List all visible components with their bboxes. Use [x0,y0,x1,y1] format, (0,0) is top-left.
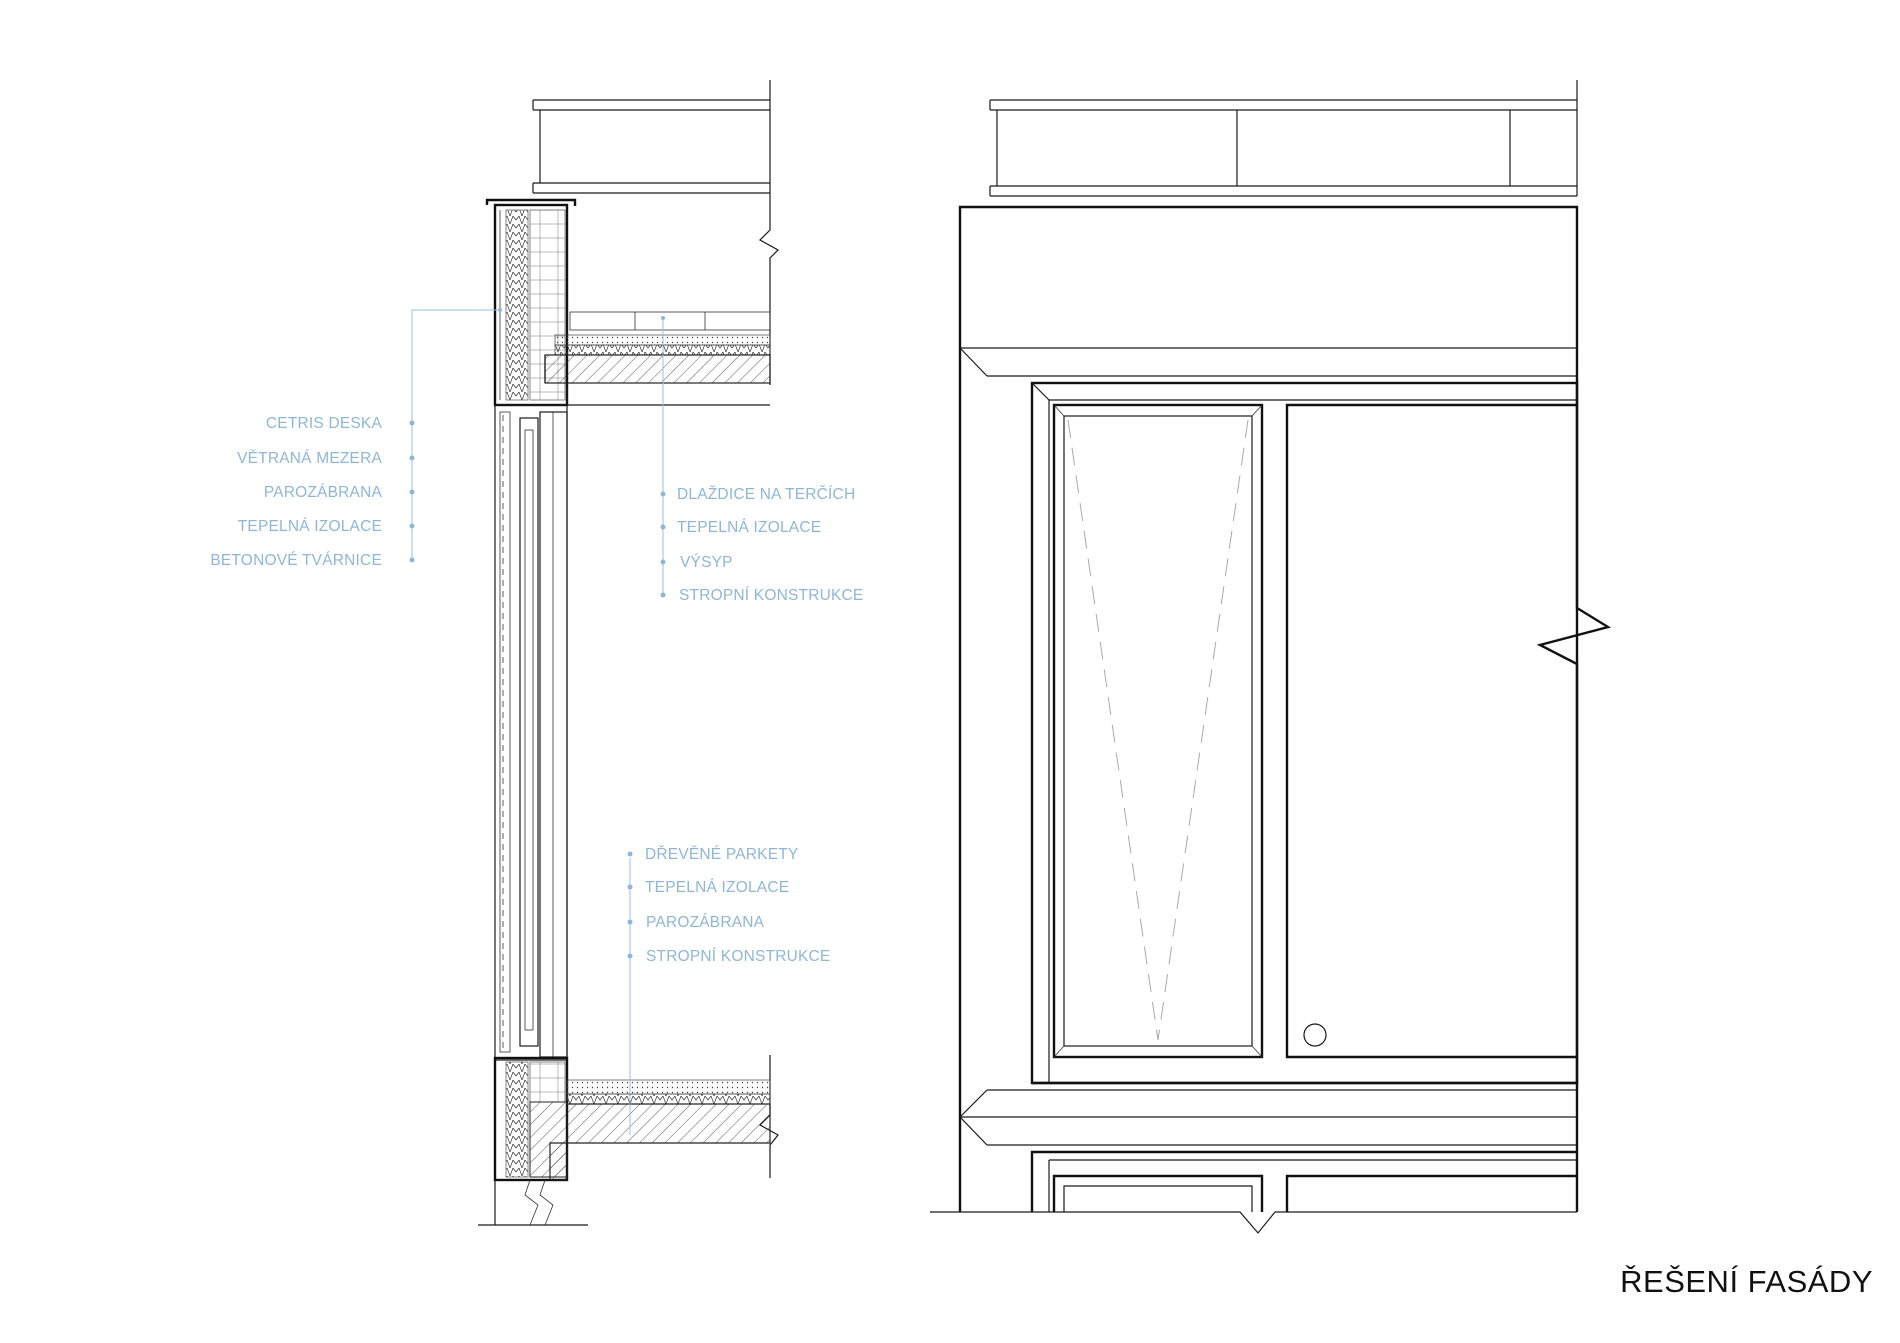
floor-layer-label-3: PAROZÁBRANA [646,914,765,931]
window-sash-left [1052,403,1264,1059]
wall-layer-label-4: TEPELNÁ IZOLACE [238,518,382,535]
wall-layer-labels: CETRIS DESKA VĚTRANÁ MEZERA PAROZÁBRANA … [210,415,415,569]
window-section [494,404,568,1061]
drawing-title: ŘEŠENÍ FASÁDY [1620,1264,1873,1299]
roof-layer-labels: DLAŽDICE NA TERČÍCH TEPELNÁ IZOLACE VÝSY… [660,486,863,604]
roof-terrace-layers [544,311,771,406]
facade-elevation [930,80,1612,1234]
wall-section-detail [411,80,779,1226]
wall-layer-label-2: VĚTRANÁ MEZERA [237,450,382,467]
floor-layer-label-2: TEPELNÁ IZOLACE [645,879,789,896]
roof-leader [661,316,665,597]
wall-leader [411,308,502,562]
roof-layer-label-1: DLAŽDICE NA TERČÍCH [677,486,855,503]
elevation-railing [989,80,1578,197]
wall-layer-label-5: BETONOVÉ TVÁRNICE [210,552,382,569]
floor-layer-labels: DŘEVĚNÉ PARKETY TEPELNÁ IZOLACE PAROZÁBR… [627,846,830,965]
floor-layers [549,1079,771,1181]
roof-layer-label-3: VÝSYP [680,554,733,571]
roof-layer-label-2: TEPELNÁ IZOLACE [677,519,821,536]
window-sash-right [1285,403,1577,1059]
wall-layer-label-3: PAROZÁBRANA [264,484,383,501]
window-handle-icon [1303,1023,1327,1047]
floor-layer-label-1: DŘEVĚNÉ PARKETY [645,846,798,863]
roof-railing [532,99,770,194]
roof-layer-label-4: STROPNÍ KONSTRUKCE [679,587,863,604]
wall-layer-label-1: CETRIS DESKA [266,415,383,432]
floor-layer-label-4: STROPNÍ KONSTRUKCE [646,948,830,965]
